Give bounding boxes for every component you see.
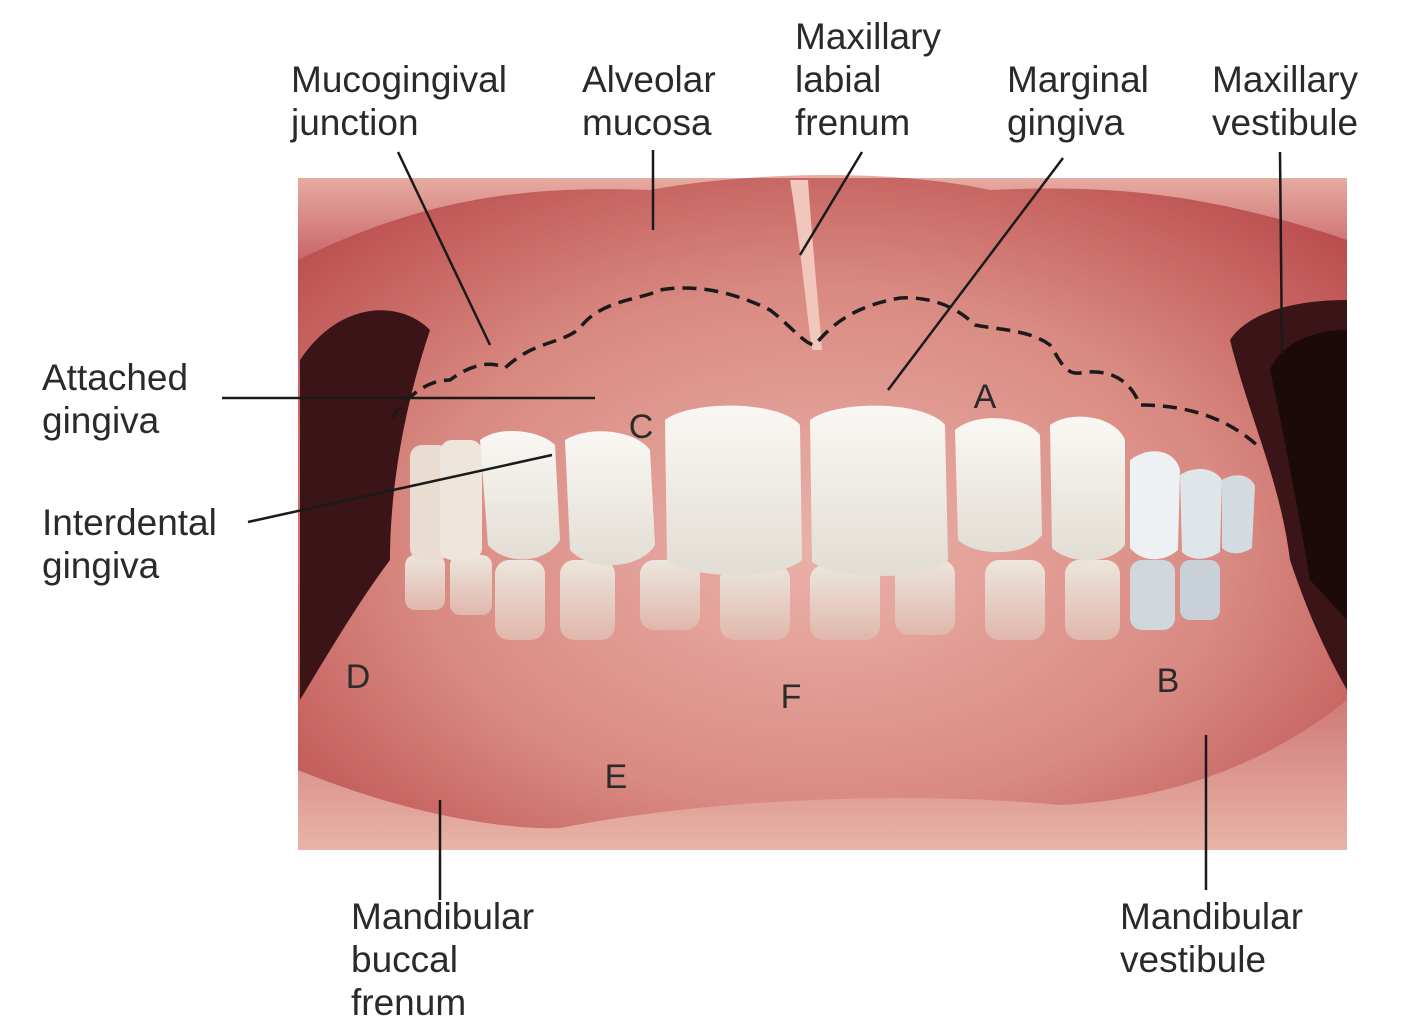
leader-marginal-gingiva: [887, 157, 1064, 391]
marker-b: B: [1157, 662, 1180, 700]
leader-maxillary-labial-frenum: [798, 151, 864, 256]
label-maxillary-labial-frenum: Maxillary labial frenum: [795, 16, 941, 143]
marker-a: A: [974, 378, 997, 416]
left-buccal-corridor: [300, 310, 430, 700]
leader-lines: [222, 150, 1284, 900]
mandibular-teeth: [405, 555, 1220, 640]
marker-c: C: [629, 408, 654, 446]
label-attached-gingiva: Attached gingiva: [42, 357, 189, 441]
right-buccal-corridor-inner: [1270, 330, 1347, 620]
leader-maxillary-vestibule: [1278, 151, 1284, 356]
label-mucogingival-junction: Mucogingival junction: [291, 59, 507, 143]
label-mandibular-vestibule: Mandibular vestibule: [1120, 896, 1304, 980]
lower-lip: [298, 700, 1347, 850]
label-maxillary-vestibule: Maxillary vestibule: [1212, 59, 1359, 143]
marker-e: E: [605, 758, 628, 796]
leader-mucogingival-junction: [396, 151, 492, 346]
upper-lip: [298, 175, 1347, 260]
marker-f: F: [781, 678, 802, 716]
maxillary-frenum-shape: [790, 180, 822, 350]
label-interdental-gingiva: Interdental gingiva: [42, 502, 217, 586]
label-mandibular-buccal-frenum: Mandibular buccal frenum: [351, 896, 535, 1023]
label-marginal-gingiva: Marginal gingiva: [1007, 59, 1149, 143]
marker-d: D: [346, 658, 371, 696]
mucogingival-junction-line: [390, 286, 1262, 450]
label-alveolar-mucosa: Alveolar mucosa: [582, 59, 716, 143]
mouth-photo: [298, 175, 1347, 850]
leader-interdental-gingiva: [247, 453, 553, 524]
maxillary-teeth: [410, 405, 1255, 576]
